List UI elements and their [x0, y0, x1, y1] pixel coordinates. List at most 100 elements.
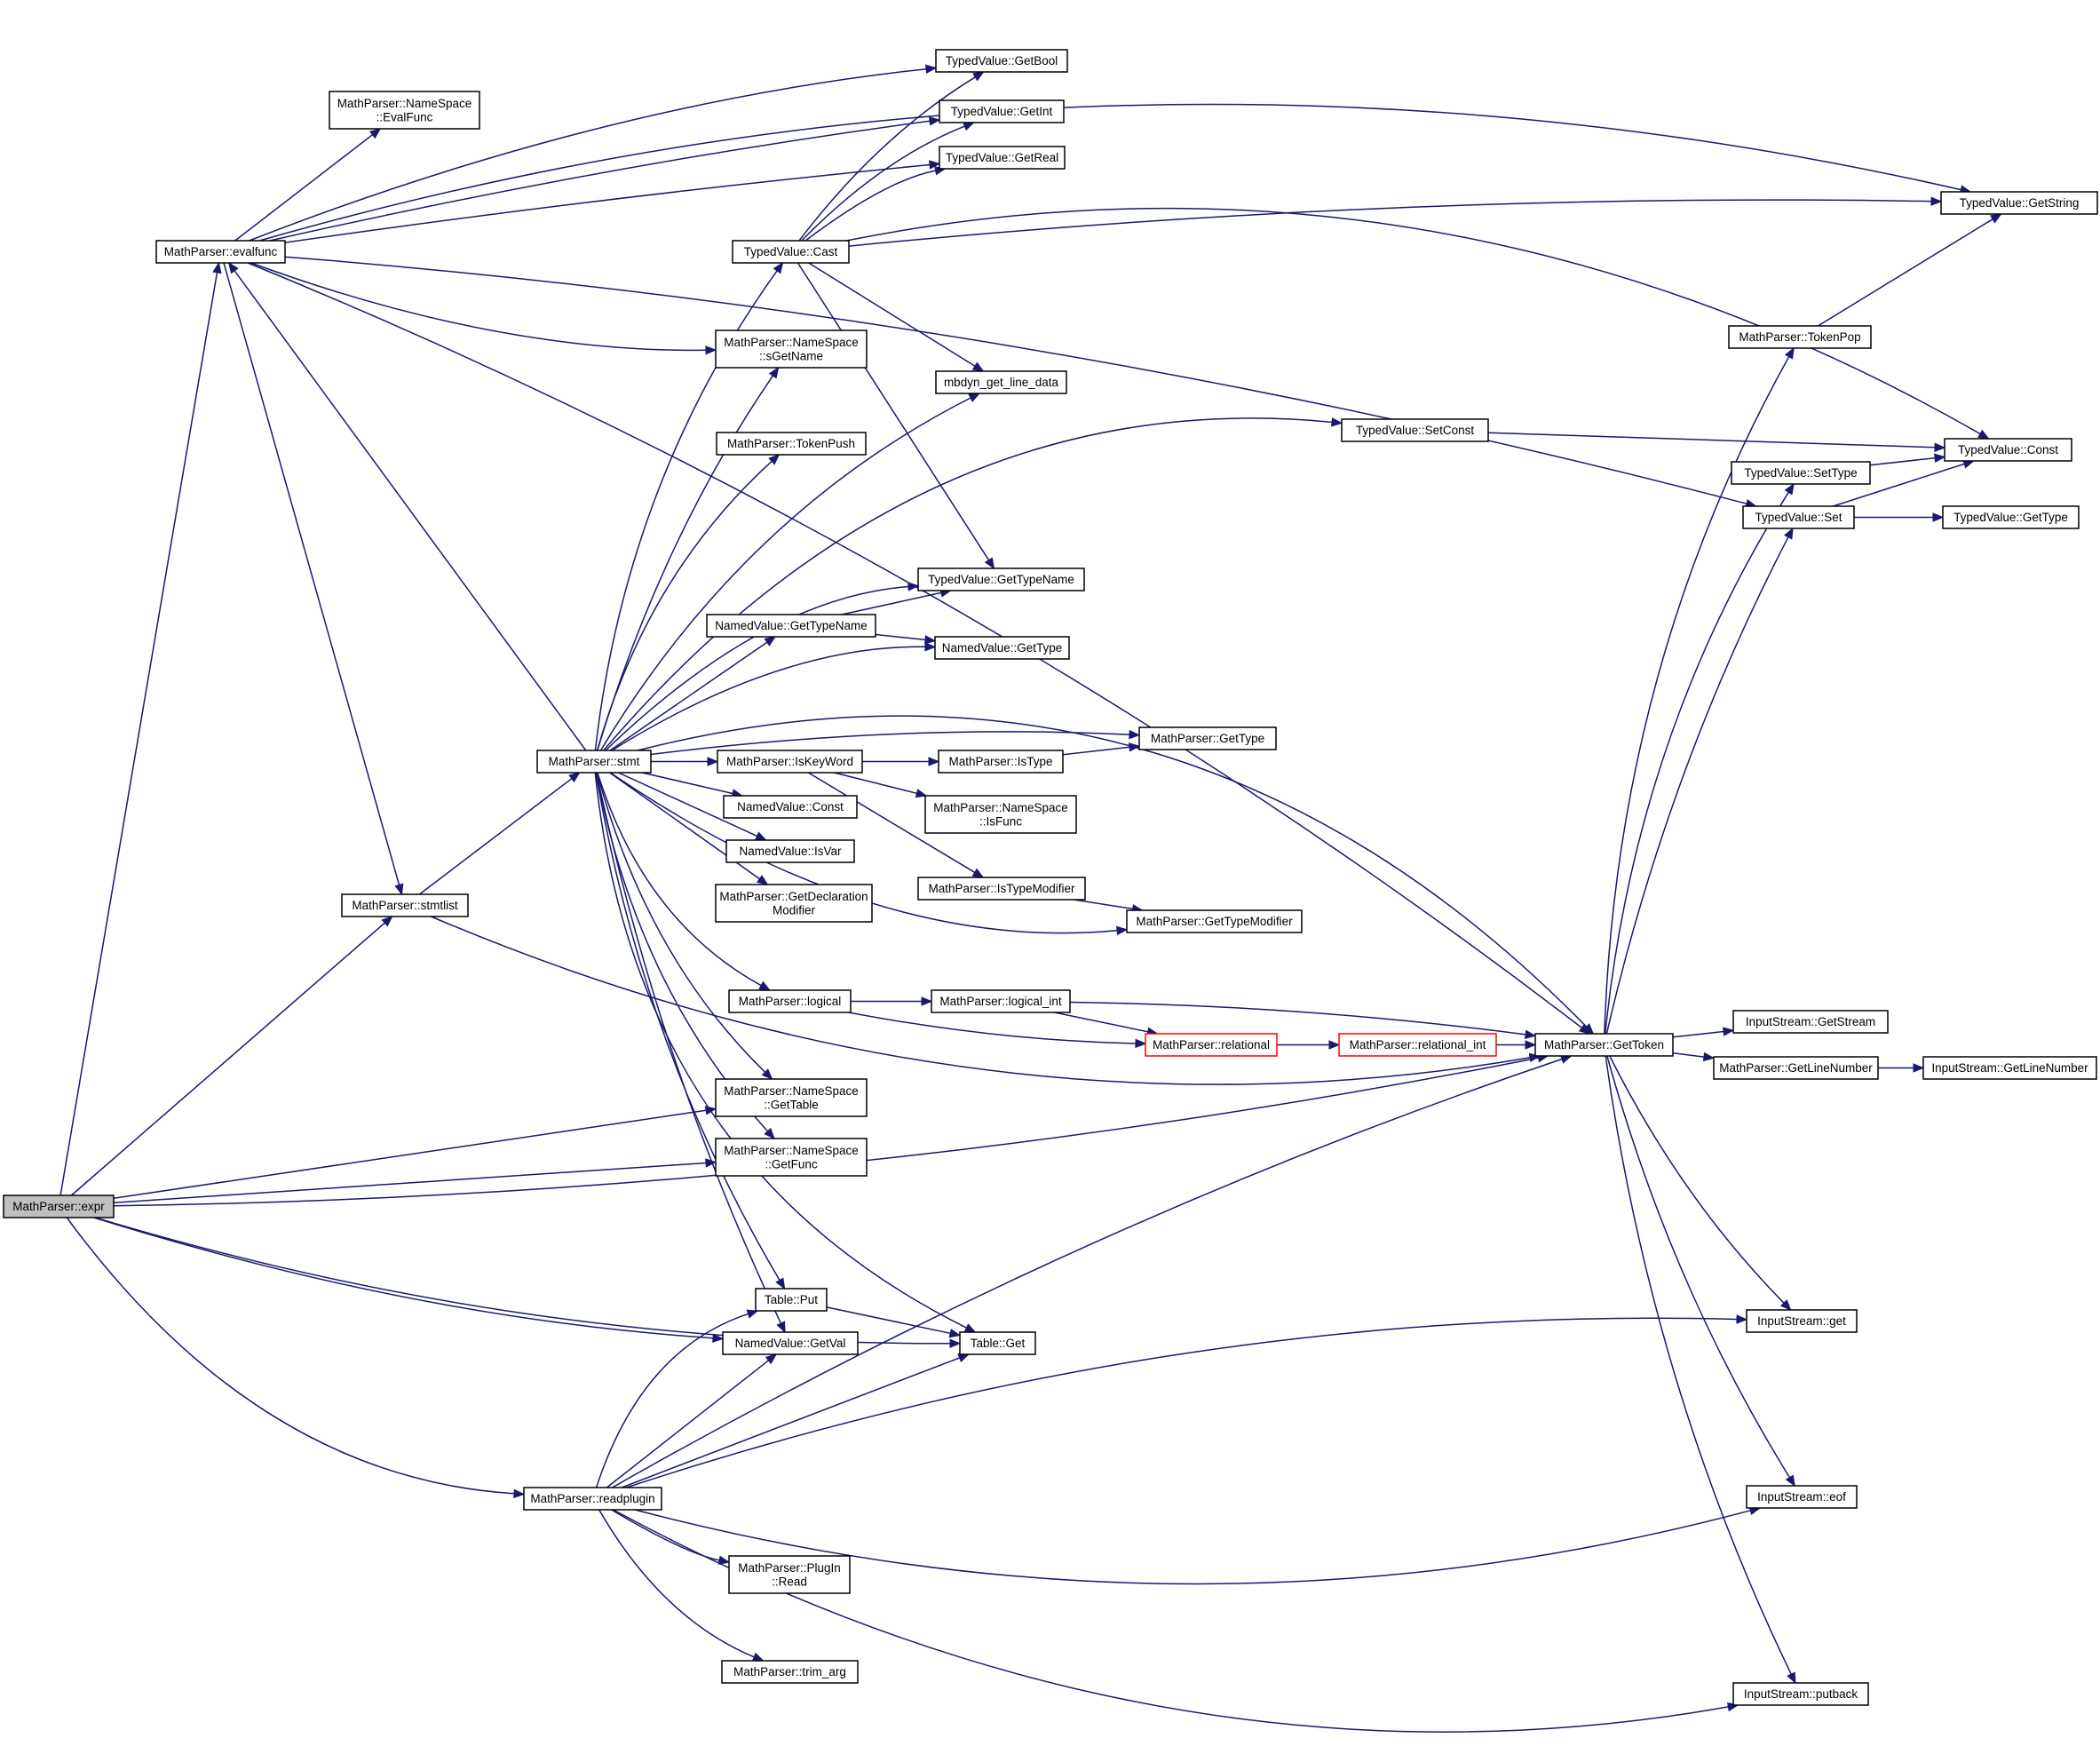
node-stmtlist[interactable]: MathParser::stmtlist: [341, 893, 469, 917]
arrowhead-gettoken-to-settype: [1784, 482, 1795, 496]
arrowhead-gettoken-to-is_get: [1779, 1299, 1792, 1311]
node-evalfunc[interactable]: MathParser::evalfunc: [155, 240, 286, 264]
node-tv_const[interactable]: TypedValue::Const: [1944, 438, 2072, 462]
node-readplugin[interactable]: MathParser::readplugin: [523, 1487, 662, 1511]
node-expr[interactable]: MathParser::expr: [3, 1194, 115, 1218]
node-is_eof[interactable]: InputStream::eof: [1746, 1485, 1858, 1509]
node-is_get[interactable]: InputStream::get: [1746, 1309, 1858, 1333]
node-sgetname[interactable]: MathParser::NameSpace::sGetName: [715, 329, 868, 369]
node-label: MathParser::NameSpace: [724, 1084, 859, 1098]
node-nv_gettype[interactable]: NamedValue::GetType: [934, 636, 1070, 660]
node-gettable[interactable]: MathParser::NameSpace::GetTable: [715, 1078, 868, 1117]
node-box: [1742, 505, 1855, 529]
arrowhead-stmt-to-gettypemod: [1116, 925, 1129, 936]
node-getstream[interactable]: InputStream::GetStream: [1732, 1010, 1889, 1034]
node-box: [1732, 1010, 1889, 1034]
edge-layer: [59, 64, 2002, 1733]
node-nv_gettypename[interactable]: NamedValue::GetTypeName: [706, 614, 876, 638]
node-iskeyword[interactable]: MathParser::IsKeyWord: [717, 750, 863, 774]
node-label: ::Read: [772, 1575, 807, 1588]
node-label: MathParser::TokenPop: [1739, 330, 1860, 344]
node-ns_evalfunc[interactable]: MathParser::NameSpace::EvalFunc: [329, 91, 480, 130]
node-label: TypedValue::Set: [1755, 511, 1842, 524]
node-getreal[interactable]: TypedValue::GetReal: [939, 146, 1066, 170]
arrowhead-gettoken-to-getlinenumber: [1702, 1052, 1716, 1062]
arrowhead-logical-to-relational: [1135, 1038, 1147, 1049]
arrowhead-cast-to-getstring: [1930, 196, 1943, 206]
node-is_putback[interactable]: InputStream::putback: [1732, 1682, 1869, 1706]
node-box: [329, 91, 480, 130]
node-label: MathParser::readplugin: [530, 1492, 654, 1505]
node-logical[interactable]: MathParser::logical: [728, 989, 852, 1013]
edge-stmtlist-to-stmt: [418, 778, 573, 895]
edge-cast-to-getreal: [804, 170, 936, 242]
node-getbool[interactable]: TypedValue::GetBool: [935, 49, 1068, 73]
node-pluginread[interactable]: MathParser::PlugIn::Read: [728, 1555, 851, 1594]
node-relational_int[interactable]: MathParser::relational_int: [1338, 1033, 1497, 1057]
node-box: [725, 839, 855, 863]
edge-stmt-to-gettoken: [638, 715, 1588, 1028]
node-logical_int[interactable]: MathParser::logical_int: [931, 989, 1071, 1013]
node-stmt[interactable]: MathParser::stmt: [536, 750, 652, 774]
node-label: TypedValue::GetString: [1960, 196, 2080, 210]
node-nv_isvar[interactable]: NamedValue::IsVar: [725, 839, 855, 863]
node-getval[interactable]: NamedValue::GetVal: [722, 1331, 859, 1355]
node-relational[interactable]: MathParser::relational: [1145, 1033, 1278, 1057]
node-tv_gettype[interactable]: TypedValue::GetType: [1942, 505, 2080, 529]
node-label: NamedValue::GetTypeName: [715, 619, 868, 632]
node-label: TypedValue::GetBool: [946, 54, 1058, 67]
edge-gettoken-to-is_eof: [1606, 1055, 1791, 1479]
arrowhead-put-to-tget: [948, 1329, 962, 1338]
edge-stmt-to-getval: [595, 772, 782, 1324]
node-put[interactable]: Table::Put: [755, 1288, 828, 1312]
node-is_getlinenumber[interactable]: InputStream::GetLineNumber: [1922, 1056, 2097, 1080]
arrowhead-stmt-to-tv_gettypename: [907, 582, 920, 591]
edge-logical-to-relational: [848, 1012, 1137, 1044]
node-getfunc[interactable]: MathParser::NameSpace::GetFunc: [715, 1138, 868, 1177]
node-getstring[interactable]: TypedValue::GetString: [1940, 191, 2098, 215]
edge-evalfunc-to-sgetname: [250, 262, 707, 352]
node-set[interactable]: TypedValue::Set: [1742, 505, 1855, 529]
arrowhead-gettoken-to-tokenpop: [1784, 346, 1795, 360]
node-isfunc[interactable]: MathParser::NameSpace::IsFunc: [924, 795, 1077, 834]
node-istypemod[interactable]: MathParser::IsTypeModifier: [917, 877, 1086, 901]
node-gettoken[interactable]: MathParser::GetToken: [1534, 1033, 1674, 1057]
node-box: [716, 432, 867, 456]
node-label: MathParser::logical_int: [939, 995, 1062, 1008]
node-settype[interactable]: TypedValue::SetType: [1731, 461, 1871, 485]
node-nv_const[interactable]: NamedValue::Const: [723, 795, 858, 819]
node-mbdyn[interactable]: mbdyn_get_line_data: [935, 370, 1067, 394]
arrowhead-gettoken-to-is_putback: [1787, 1671, 1796, 1685]
edge-stmt-to-setconst: [603, 417, 1333, 751]
edge-stmtlist-to-gettoken: [431, 916, 1531, 1085]
node-tokenpop[interactable]: MathParser::TokenPop: [1728, 325, 1872, 349]
arrowhead-iskeyword-to-isfunc: [915, 789, 928, 798]
node-tv_gettypename[interactable]: TypedValue::GetTypeName: [917, 567, 1085, 591]
node-tokenpush[interactable]: MathParser::TokenPush: [716, 432, 867, 456]
arrowhead-evalfunc-to-getreal: [929, 160, 941, 170]
node-mp_gettype[interactable]: MathParser::GetType: [1138, 726, 1277, 750]
node-setconst[interactable]: TypedValue::SetConst: [1341, 418, 1489, 442]
edge-readplugin-to-tget: [621, 1357, 960, 1488]
edge-stmt-to-nv_const: [642, 772, 733, 795]
node-cast[interactable]: TypedValue::Cast: [732, 240, 850, 264]
node-gettypemod[interactable]: MathParser::GetTypeModifier: [1126, 909, 1303, 933]
edge-cast-to-getbool: [798, 76, 976, 242]
node-trimarg[interactable]: MathParser::trim_arg: [721, 1660, 859, 1684]
node-istype[interactable]: MathParser::IsType: [938, 750, 1064, 774]
edge-cast-to-getstring: [848, 199, 1932, 247]
node-getint[interactable]: TypedValue::GetInt: [939, 99, 1065, 123]
edge-stmt-to-mp_gettype: [650, 731, 1130, 756]
edge-readplugin-to-is_eof: [634, 1509, 1751, 1585]
arrowhead-stmt-to-nv_gettypename: [764, 636, 776, 647]
arrowhead-evalfunc-to-sgetname: [705, 345, 717, 355]
arrowhead-stmt-to-getdeclmod: [756, 875, 769, 885]
node-box: [1338, 1033, 1497, 1057]
node-label: MathParser::PlugIn: [738, 1561, 841, 1575]
edge-stmt-to-tv_gettypename: [605, 585, 909, 751]
arrowhead-stmt-to-gettoken: [1582, 1023, 1595, 1035]
edge-expr-to-stmtlist: [70, 922, 385, 1196]
node-tget[interactable]: Table::Get: [959, 1331, 1036, 1355]
node-getlinenumber[interactable]: MathParser::GetLineNumber: [1713, 1056, 1879, 1080]
